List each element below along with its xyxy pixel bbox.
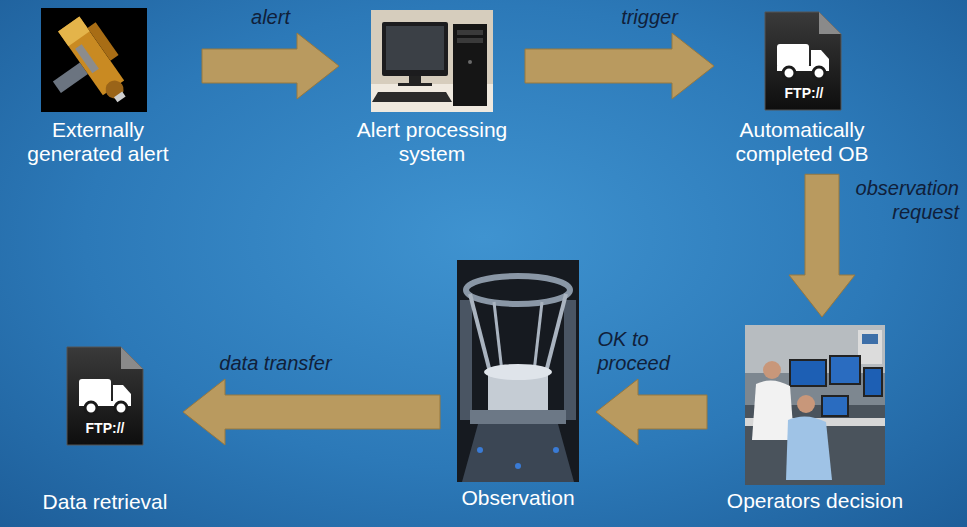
process-node: Observation [448, 260, 588, 510]
icon-label: FTP:// [785, 86, 824, 101]
telescope-photo [457, 260, 579, 482]
node-caption: Observation [448, 486, 588, 510]
operators-photo [745, 325, 885, 485]
block-arrow [525, 33, 714, 99]
block-arrow [789, 174, 855, 317]
block-arrow [183, 379, 440, 445]
ftp-icon [67, 347, 143, 445]
arrow-label: observation request [847, 176, 959, 224]
process-node: Operators decision [715, 325, 915, 513]
node-caption: Data retrieval [35, 490, 175, 514]
arrow-label: data transfer [219, 351, 331, 375]
block-arrow [202, 33, 339, 99]
node-caption: Automatically completed OB [722, 118, 882, 166]
node-caption: Operators decision [715, 489, 915, 513]
satellite-photo [31, 8, 147, 126]
node-caption: Externally generated alert [2, 118, 194, 166]
node-caption: Alert processing system [347, 118, 517, 166]
arrow-label: alert [251, 5, 290, 29]
process-node: Externally generated alert [2, 8, 194, 166]
arrow-label: trigger [621, 5, 678, 29]
process-node: Alert processing system [347, 10, 517, 166]
ftp-icon [765, 12, 841, 110]
block-arrow [596, 379, 707, 445]
arrow-label: OK to proceed [598, 327, 682, 375]
computer-photo [371, 10, 493, 112]
icon-label: FTP:// [86, 421, 125, 436]
